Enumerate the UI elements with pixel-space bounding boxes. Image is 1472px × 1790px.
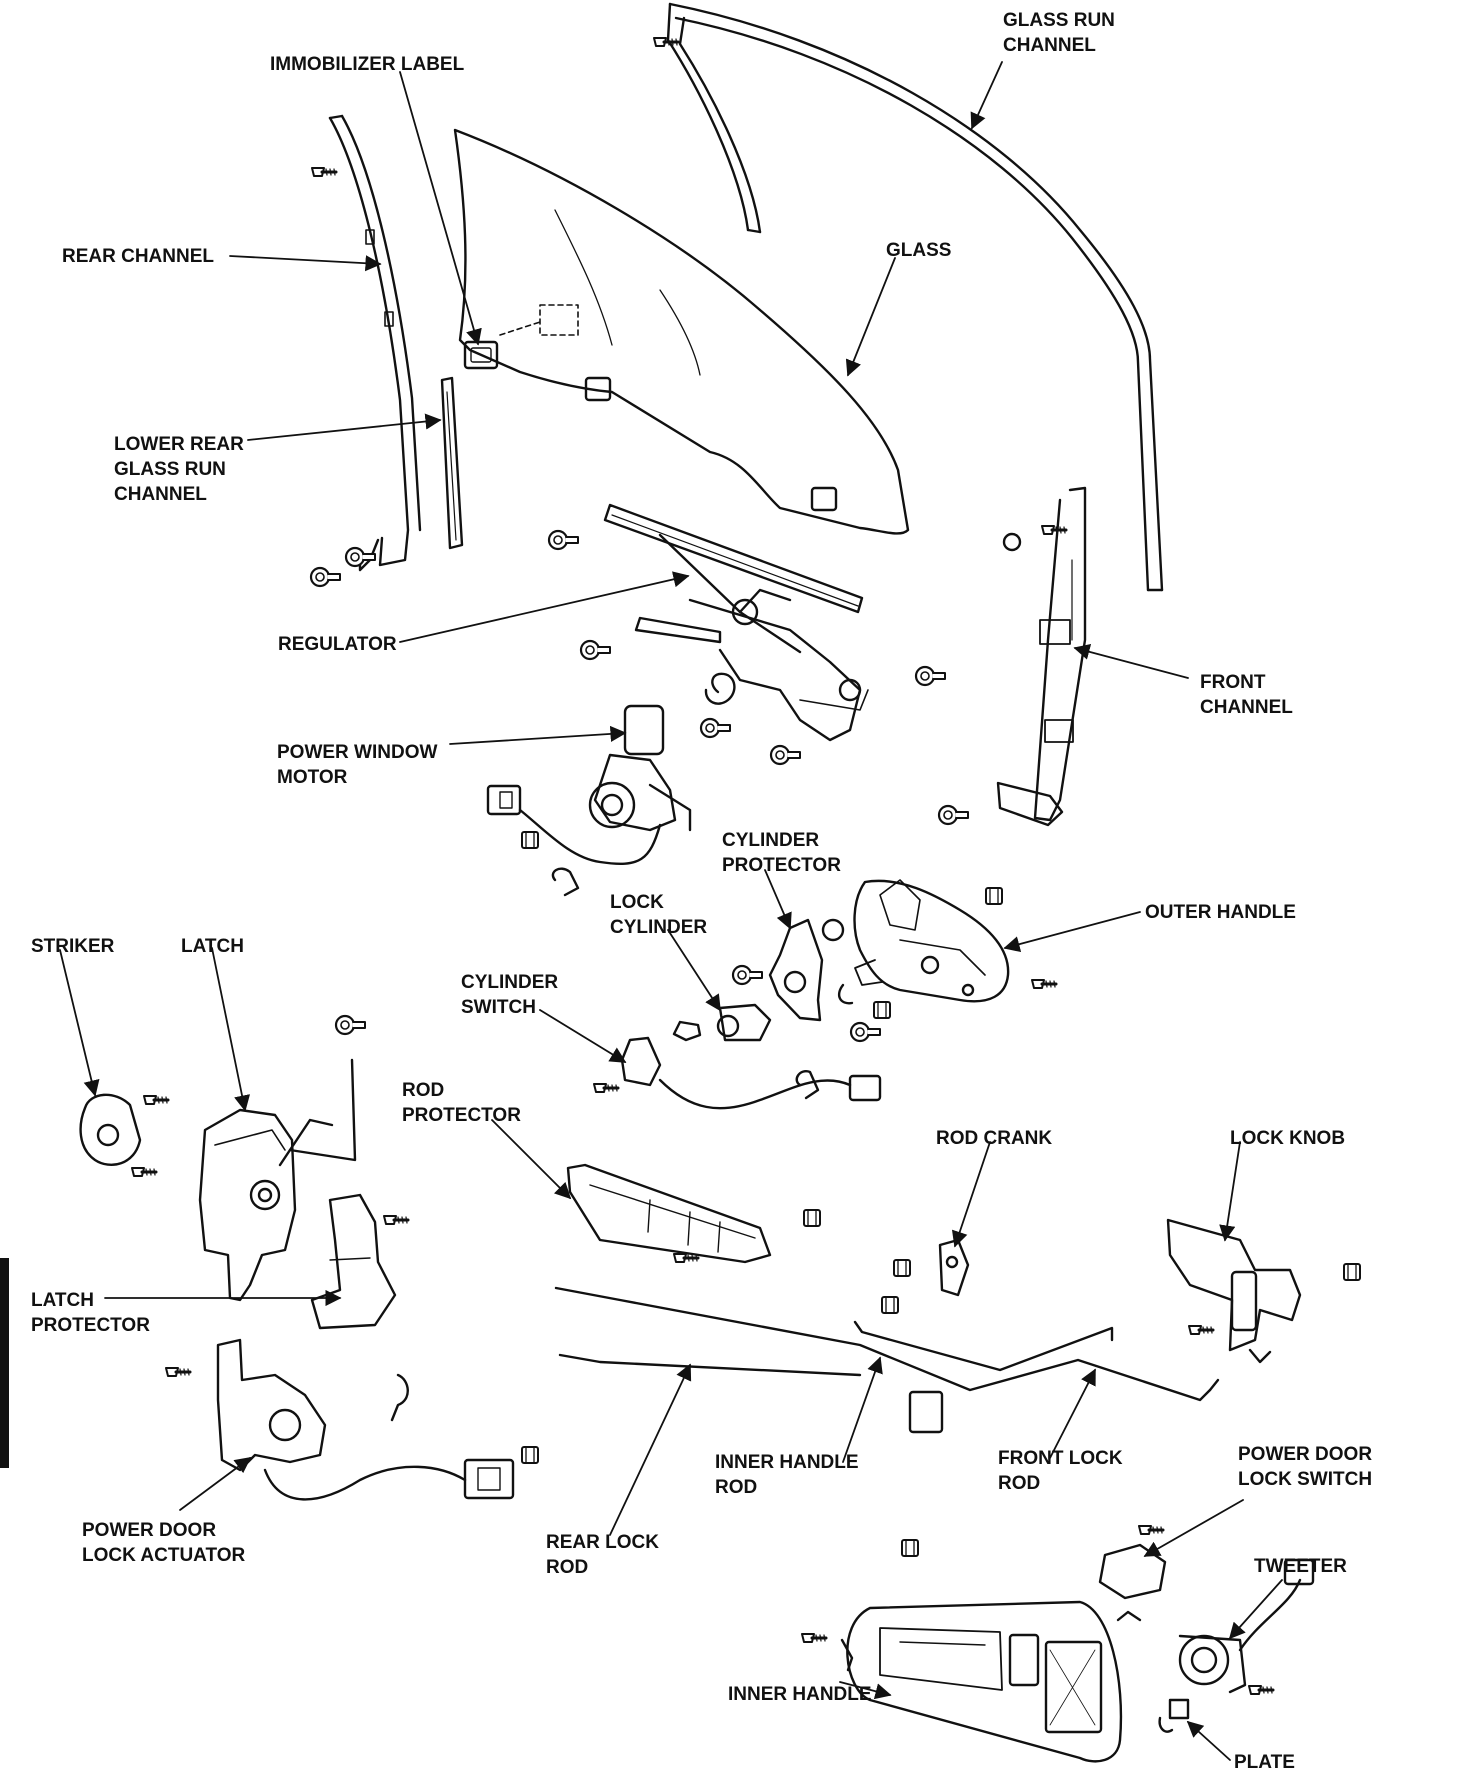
power-door-lock-actuator-part xyxy=(164,1338,540,1501)
inner-handle-rod-part xyxy=(554,1286,1212,1402)
label-regulator: REGULATOR xyxy=(278,634,397,655)
front-lock-rod-part xyxy=(853,1320,1114,1372)
lock-knob-part xyxy=(1166,1218,1362,1364)
label-striker: STRIKER xyxy=(31,936,115,957)
rod-crank-part xyxy=(880,1238,970,1315)
rod-protector-part xyxy=(566,1163,822,1264)
label-lock-knob: LOCK KNOB xyxy=(1230,1128,1346,1149)
label-outer-handle: OUTER HANDLE xyxy=(1145,902,1296,923)
tweeter-part xyxy=(1178,1558,1315,1696)
rear-lock-rod-part xyxy=(558,1353,862,1377)
label-rear-channel: REAR CHANNEL xyxy=(62,246,214,267)
label-glass: GLASS xyxy=(886,240,952,261)
lower-rear-glass-run-channel-part xyxy=(440,376,464,550)
label-tweeter: TWEETER xyxy=(1254,1556,1347,1577)
cylinder-protector-part xyxy=(768,918,824,1022)
inner-handle-part xyxy=(800,1538,1142,1763)
rod-pad-part xyxy=(908,1390,944,1434)
door-glass-part xyxy=(453,128,910,535)
label-latch: LATCH xyxy=(181,936,244,957)
power-door-lock-switch-part xyxy=(1098,1524,1167,1600)
plate-part xyxy=(1158,1698,1190,1733)
latch-part xyxy=(198,1014,367,1302)
lock-cylinder-part xyxy=(672,964,892,1043)
window-regulator-part xyxy=(547,503,947,766)
front-channel-part xyxy=(937,486,1087,827)
rear-channel-part xyxy=(309,114,422,588)
striker-part xyxy=(79,1093,170,1178)
label-inner-handle: INNER HANDLE xyxy=(728,1684,872,1705)
outer-handle-part xyxy=(821,879,1058,1003)
label-plate: PLATE xyxy=(1234,1752,1295,1773)
label-rod-crank: ROD CRANK xyxy=(936,1128,1053,1149)
power-window-motor-part xyxy=(486,704,692,897)
page-edge-tab xyxy=(0,1258,9,1468)
cylinder-switch-part xyxy=(592,1036,882,1110)
glass-run-channel-part xyxy=(652,2,1164,592)
label-immobilizer-label: IMMOBILIZER LABEL xyxy=(270,54,465,75)
latch-protector-part xyxy=(310,1193,410,1330)
leader-lines xyxy=(59,61,1283,1761)
